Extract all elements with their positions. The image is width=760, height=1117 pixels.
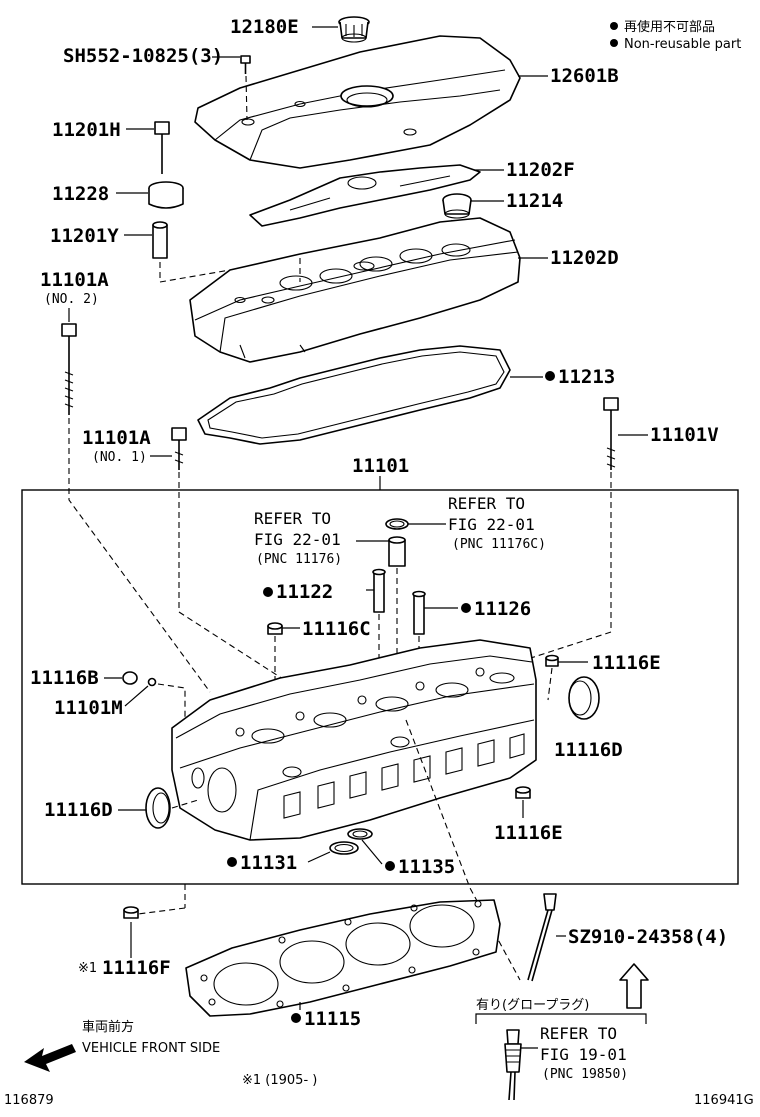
- non-reusable-dot-icon: [385, 861, 395, 871]
- label-11131[interactable]: 11131: [240, 852, 297, 874]
- label-11101M[interactable]: 11101M: [54, 697, 123, 719]
- head-gasket-11115[interactable]: [185, 899, 501, 1017]
- ref2-line2[interactable]: FIG 22-01: [448, 515, 535, 534]
- bolt-11101A-no1[interactable]: [171, 427, 187, 470]
- label-11201Y[interactable]: 11201Y: [50, 225, 119, 247]
- label-11101V[interactable]: 11101V: [650, 424, 719, 446]
- note-front-en: VEHICLE FRONT SIDE: [82, 1041, 220, 1056]
- ref1-line2[interactable]: FIG 22-01: [254, 530, 341, 549]
- legend: 再使用不可部品 Non-reusable part: [610, 19, 741, 52]
- plug-11116D-left[interactable]: [145, 787, 171, 829]
- valve-guide-11126[interactable]: [412, 590, 426, 635]
- label-11116F-prefix: ※1: [78, 961, 97, 976]
- label-11101A-no2[interactable]: 11101A: [40, 269, 109, 291]
- code-right: 116941G: [694, 1093, 754, 1108]
- label-11135[interactable]: 11135: [398, 856, 455, 878]
- glow-plug-SZ910[interactable]: [527, 893, 557, 982]
- non-reusable-dot-icon: [227, 857, 237, 867]
- glow-plug-alt-icon: [504, 1029, 522, 1101]
- plug-11116E-bottom[interactable]: [515, 786, 531, 799]
- label-11201H[interactable]: 11201H: [52, 119, 121, 141]
- label-11213[interactable]: 11213: [558, 366, 615, 388]
- cylinder-head-cover-12601B[interactable]: [194, 35, 521, 169]
- grommet-11228[interactable]: [148, 181, 184, 209]
- label-11228[interactable]: 11228: [52, 183, 109, 205]
- label-SH552[interactable]: SH552-10825(3): [63, 45, 223, 67]
- gasket-11213[interactable]: [197, 345, 511, 445]
- plug-11116F[interactable]: [123, 906, 139, 919]
- ref1-line3: (PNC 11176): [256, 552, 342, 567]
- ref2-line3: (PNC 11176C): [452, 537, 546, 552]
- vehicle-front-arrow-icon: [24, 1044, 76, 1072]
- label-11115[interactable]: 11115: [304, 1008, 361, 1030]
- note-front-jp: 車両前方: [82, 1019, 134, 1035]
- ref3-line2[interactable]: FIG 19-01: [540, 1045, 627, 1064]
- label-12601B[interactable]: 12601B: [550, 65, 619, 87]
- legend-jp: 再使用不可部品: [624, 19, 715, 35]
- ref1-line1[interactable]: REFER TO: [254, 509, 331, 528]
- label-11116F[interactable]: 11116F: [102, 957, 171, 979]
- code-left: 116879: [4, 1093, 54, 1108]
- non-reusable-dot-icon: [291, 1013, 301, 1023]
- non-reusable-dot-icon: [545, 371, 555, 381]
- seal-11131[interactable]: [329, 841, 359, 855]
- label-11202D[interactable]: 11202D: [550, 247, 619, 269]
- label-11101A-no2-sub: (NO. 2): [44, 292, 99, 307]
- grommet-11214[interactable]: [442, 193, 472, 219]
- label-12180E[interactable]: 12180E: [230, 16, 299, 38]
- seal-ring-top[interactable]: [385, 518, 409, 530]
- cylinder-head-cover-11202D[interactable]: [189, 217, 521, 363]
- non-reusable-dot-icon: [610, 22, 618, 30]
- label-SZ910[interactable]: SZ910-24358(4): [568, 926, 728, 948]
- plug-11116E-top[interactable]: [545, 654, 559, 667]
- footnote: ※1 (1905- ): [242, 1073, 317, 1088]
- non-reusable-dot-icon: [263, 587, 273, 597]
- plug-11116B[interactable]: [122, 671, 138, 685]
- up-arrow-icon: [619, 963, 649, 1009]
- seal-11135[interactable]: [347, 828, 373, 840]
- label-11101A-no1-sub: (NO. 1): [92, 450, 147, 465]
- label-11122[interactable]: 11122: [276, 581, 333, 603]
- label-11116B[interactable]: 11116B: [30, 667, 99, 689]
- plug-11116C[interactable]: [267, 622, 283, 635]
- bolt-11101V[interactable]: [603, 397, 619, 470]
- non-reusable-dot-icon: [461, 603, 471, 613]
- label-11202F[interactable]: 11202F: [506, 159, 575, 181]
- spacer-11201Y[interactable]: [152, 221, 168, 259]
- bolt-11201H[interactable]: [154, 121, 170, 174]
- oil-filler-cap-12180E[interactable]: [338, 16, 370, 43]
- label-11101[interactable]: 11101: [352, 455, 409, 477]
- bolt-11101A-no2[interactable]: [61, 323, 77, 415]
- label-11116C[interactable]: 11116C: [302, 618, 371, 640]
- label-11116D-left[interactable]: 11116D: [44, 799, 113, 821]
- legend-en: Non-reusable part: [624, 37, 741, 52]
- note-glow-plug: 有り(グロープラグ): [476, 998, 589, 1013]
- ref3-line1[interactable]: REFER TO: [540, 1024, 617, 1043]
- ref2-line1[interactable]: REFER TO: [448, 494, 525, 513]
- label-11126[interactable]: 11126: [474, 598, 531, 620]
- plug-11116D-right[interactable]: [568, 676, 600, 720]
- nozzle-holder-sleeve[interactable]: [388, 536, 406, 567]
- cylinder-head-11101[interactable]: [171, 639, 537, 841]
- label-11116D-right[interactable]: 11116D: [554, 739, 623, 761]
- label-11116E-top[interactable]: 11116E: [592, 652, 661, 674]
- label-11101A-no1[interactable]: 11101A: [82, 427, 151, 449]
- bolt-SH552[interactable]: [240, 55, 251, 74]
- gasket-11202F[interactable]: [249, 164, 481, 227]
- pin-11101M[interactable]: [147, 677, 157, 687]
- valve-guide-11122[interactable]: [372, 568, 386, 613]
- label-11214[interactable]: 11214: [506, 190, 563, 212]
- ref3-line3: (PNC 19850): [542, 1067, 628, 1082]
- non-reusable-dot-icon: [610, 39, 618, 47]
- label-11116E-bottom[interactable]: 11116E: [494, 822, 563, 844]
